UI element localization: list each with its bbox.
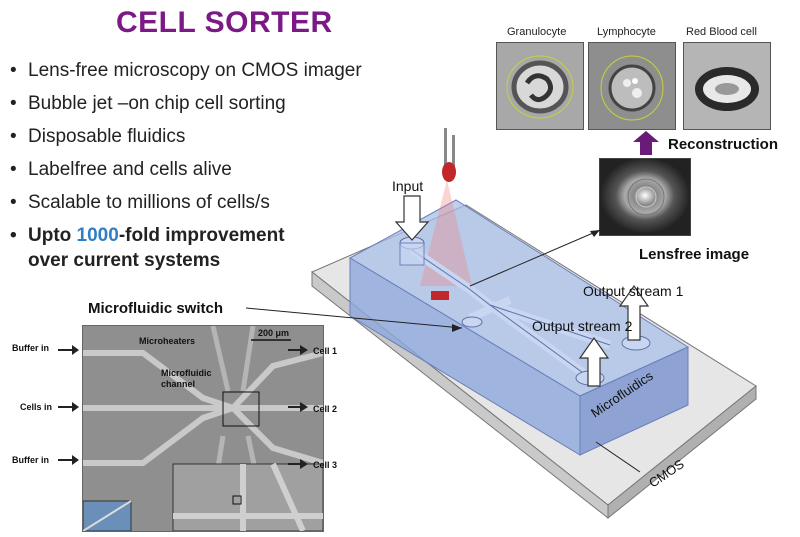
microheaters-label: Microheaters — [139, 336, 196, 346]
bullet-item: •Scalable to millions of cells/s — [10, 192, 270, 213]
lensfree-label: Lensfree image — [639, 246, 750, 263]
highlight-number: 1000 — [76, 225, 119, 246]
caption-lymphocyte: Lymphocyte — [597, 26, 656, 38]
granulocyte-image — [496, 42, 584, 130]
red-blood-cell-image — [683, 42, 771, 130]
reconstruction-arrow-icon — [633, 131, 659, 155]
cell-3-label: Cell 3 — [313, 460, 338, 470]
reconstruction-label: Reconstruction — [668, 136, 779, 153]
slide-title: CELL SORTER — [116, 6, 333, 39]
output-stream-2-label: Output stream 2 — [532, 318, 633, 334]
bullet-item: •Disposable fluidics — [10, 126, 186, 147]
bullet-item: •Lens-free microscopy on CMOS imager — [10, 60, 362, 81]
cell-1-label: Cell 1 — [313, 346, 338, 356]
output-stream-1-label: Output stream 1 — [583, 283, 684, 299]
scale-bar-label: 200 μm — [258, 328, 290, 338]
bullet-list: •Lens-free microscopy on CMOS imager •Bu… — [10, 54, 362, 273]
bullet-item: •Bubble jet –on chip cell sorting — [10, 93, 286, 114]
bullet-item: •Labelfree and cells alive — [10, 159, 232, 180]
cells-in-label: Cells in — [20, 402, 53, 412]
lensfree-image — [599, 158, 691, 236]
cell-2-label: Cell 2 — [313, 404, 338, 414]
input-label: Input — [392, 178, 424, 194]
micrograph-image: Microheaters 200 μm Microfluidic channel — [82, 325, 324, 532]
caption-granulocyte: Granulocyte — [507, 26, 567, 38]
caption-red-blood-cell: Red Blood cell — [686, 26, 757, 38]
buffer-in-top-label: Buffer in — [12, 343, 49, 353]
bullet-item-highlight: •Upto 1000-fold improvement over current… — [10, 225, 285, 271]
microfluidic-switch-label: Microfluidic switch — [88, 300, 224, 317]
channel-label: Microfluidic channel — [161, 368, 212, 389]
buffer-in-bottom-label: Buffer in — [12, 455, 49, 465]
lymphocyte-image — [588, 42, 676, 130]
